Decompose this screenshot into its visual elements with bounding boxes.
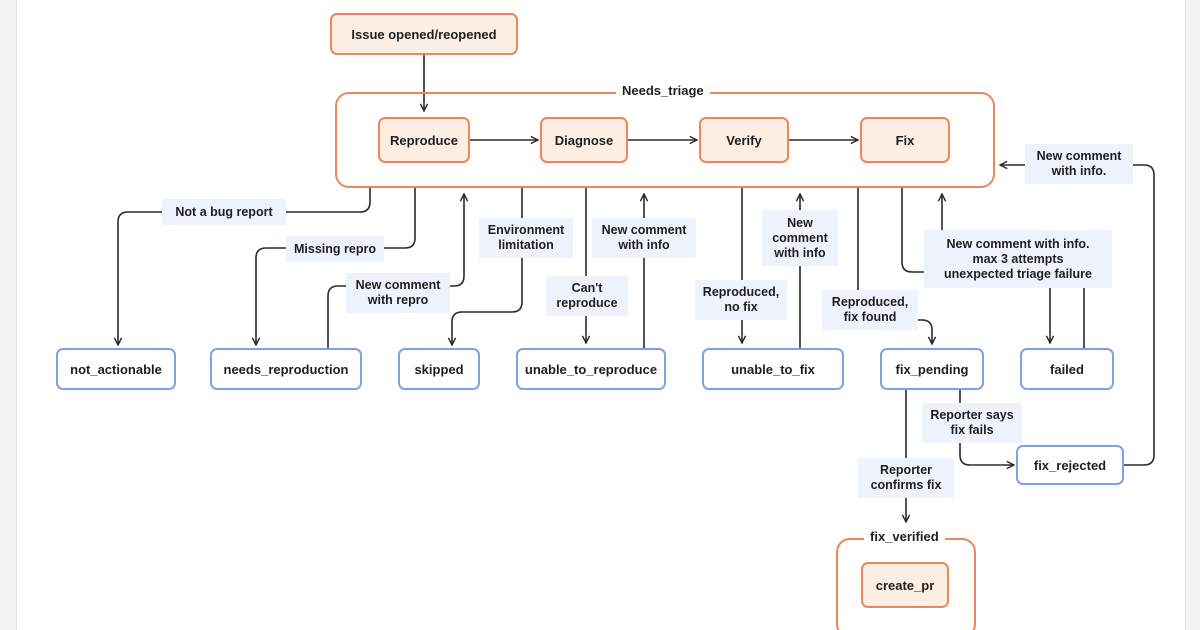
label-missing-repro: Missing repro	[286, 236, 384, 262]
needs-reproduction-node[interactable]: needs_reproduction	[210, 348, 362, 390]
issue-opened-node[interactable]: Issue opened/reopened	[330, 13, 518, 55]
label-reproduced-fix-found: Reproduced,fix found	[822, 290, 918, 330]
fix-node[interactable]: Fix	[860, 117, 950, 163]
unable-to-fix-node[interactable]: unable_to_fix	[702, 348, 844, 390]
reproduce-node[interactable]: Reproduce	[378, 117, 470, 163]
fix-rejected-node[interactable]: fix_rejected	[1016, 445, 1124, 485]
failed-node[interactable]: failed	[1020, 348, 1114, 390]
edge-to-skipped	[452, 188, 523, 345]
fix-pending-node[interactable]: fix_pending	[880, 348, 984, 390]
verify-node[interactable]: Verify	[699, 117, 789, 163]
edge-fix-rejected-to-triage	[1000, 165, 1155, 466]
edge-new-comment-with-repro	[327, 194, 464, 348]
label-not-a-bug-report: Not a bug report	[162, 199, 286, 225]
skipped-node[interactable]: skipped	[398, 348, 480, 390]
create-pr-node[interactable]: create_pr	[861, 562, 949, 608]
fix-verified-title: fix_verified	[864, 529, 945, 544]
not-actionable-node[interactable]: not_actionable	[56, 348, 176, 390]
diagnose-node[interactable]: Diagnose	[540, 117, 628, 163]
unable-to-reproduce-node[interactable]: unable_to_reproduce	[516, 348, 666, 390]
needs-triage-title: Needs_triage	[616, 83, 710, 98]
label-reproduced-no-fix: Reproduced,no fix	[695, 280, 787, 320]
edge-to-fix-rejected	[959, 390, 1014, 465]
